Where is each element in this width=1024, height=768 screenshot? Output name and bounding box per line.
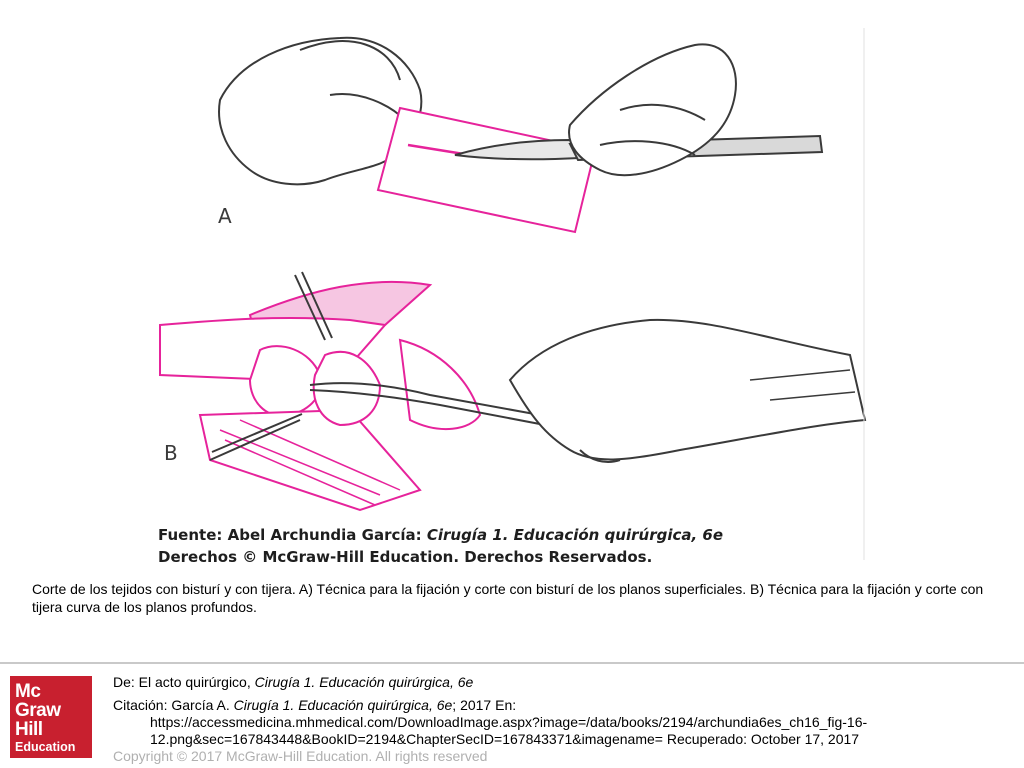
panel-b-drawing [159, 271, 867, 512]
from-line: De: El acto quirúrgico, Cirugía 1. Educa… [113, 674, 1003, 691]
from-book: Cirugía 1. Educación quirúrgica, 6e [254, 674, 474, 690]
cite-sep: . [225, 697, 234, 713]
citation-block: De: El acto quirúrgico, Cirugía 1. Educa… [113, 674, 1003, 765]
panel-label-b: B [164, 441, 178, 465]
figure-caption: Corte de los tejidos con bisturí y con t… [32, 581, 984, 615]
citation-url-line-1[interactable]: https://accessmedicina.mhmedical.com/Dow… [150, 714, 868, 730]
copyright-text: Copyright © 2017 McGraw-Hill Education. … [113, 748, 488, 764]
citation-url-line-2[interactable]: 12.png&sec=167843448&BookID=2194&Chapter… [150, 731, 860, 747]
logo-line-4: Education [15, 740, 76, 754]
rights-text: Derechos © McGraw-Hill Education. Derech… [158, 548, 653, 566]
citation-line: Citación: García A. Cirugía 1. Educación… [113, 697, 1003, 714]
panel-label-a: A [218, 204, 232, 228]
source-book: Cirugía 1. Educación quirúrgica, 6e [426, 526, 724, 544]
logo-line-3: Hill [15, 719, 43, 740]
cite-book: Cirugía 1. Educación quirúrgica, 6e [233, 697, 453, 713]
mcgraw-hill-logo: Mc Graw Hill Education [10, 676, 92, 758]
cite-rest: ; 2017 En: [452, 697, 517, 713]
surgical-illustration: A B [159, 28, 867, 560]
source-prefix: Fuente: Abel Archundia García: [158, 526, 427, 544]
cite-label: Citación: García A [113, 697, 226, 713]
logo-line-1: Mc [15, 681, 41, 702]
divider [0, 662, 1024, 664]
figure-source-credit: Fuente: Abel Archundia García: Cirugía 1… [158, 524, 723, 568]
logo-line-2: Graw [15, 700, 61, 721]
from-label: De: El acto quirúrgico, [113, 674, 255, 690]
panel-a-drawing [218, 36, 824, 234]
